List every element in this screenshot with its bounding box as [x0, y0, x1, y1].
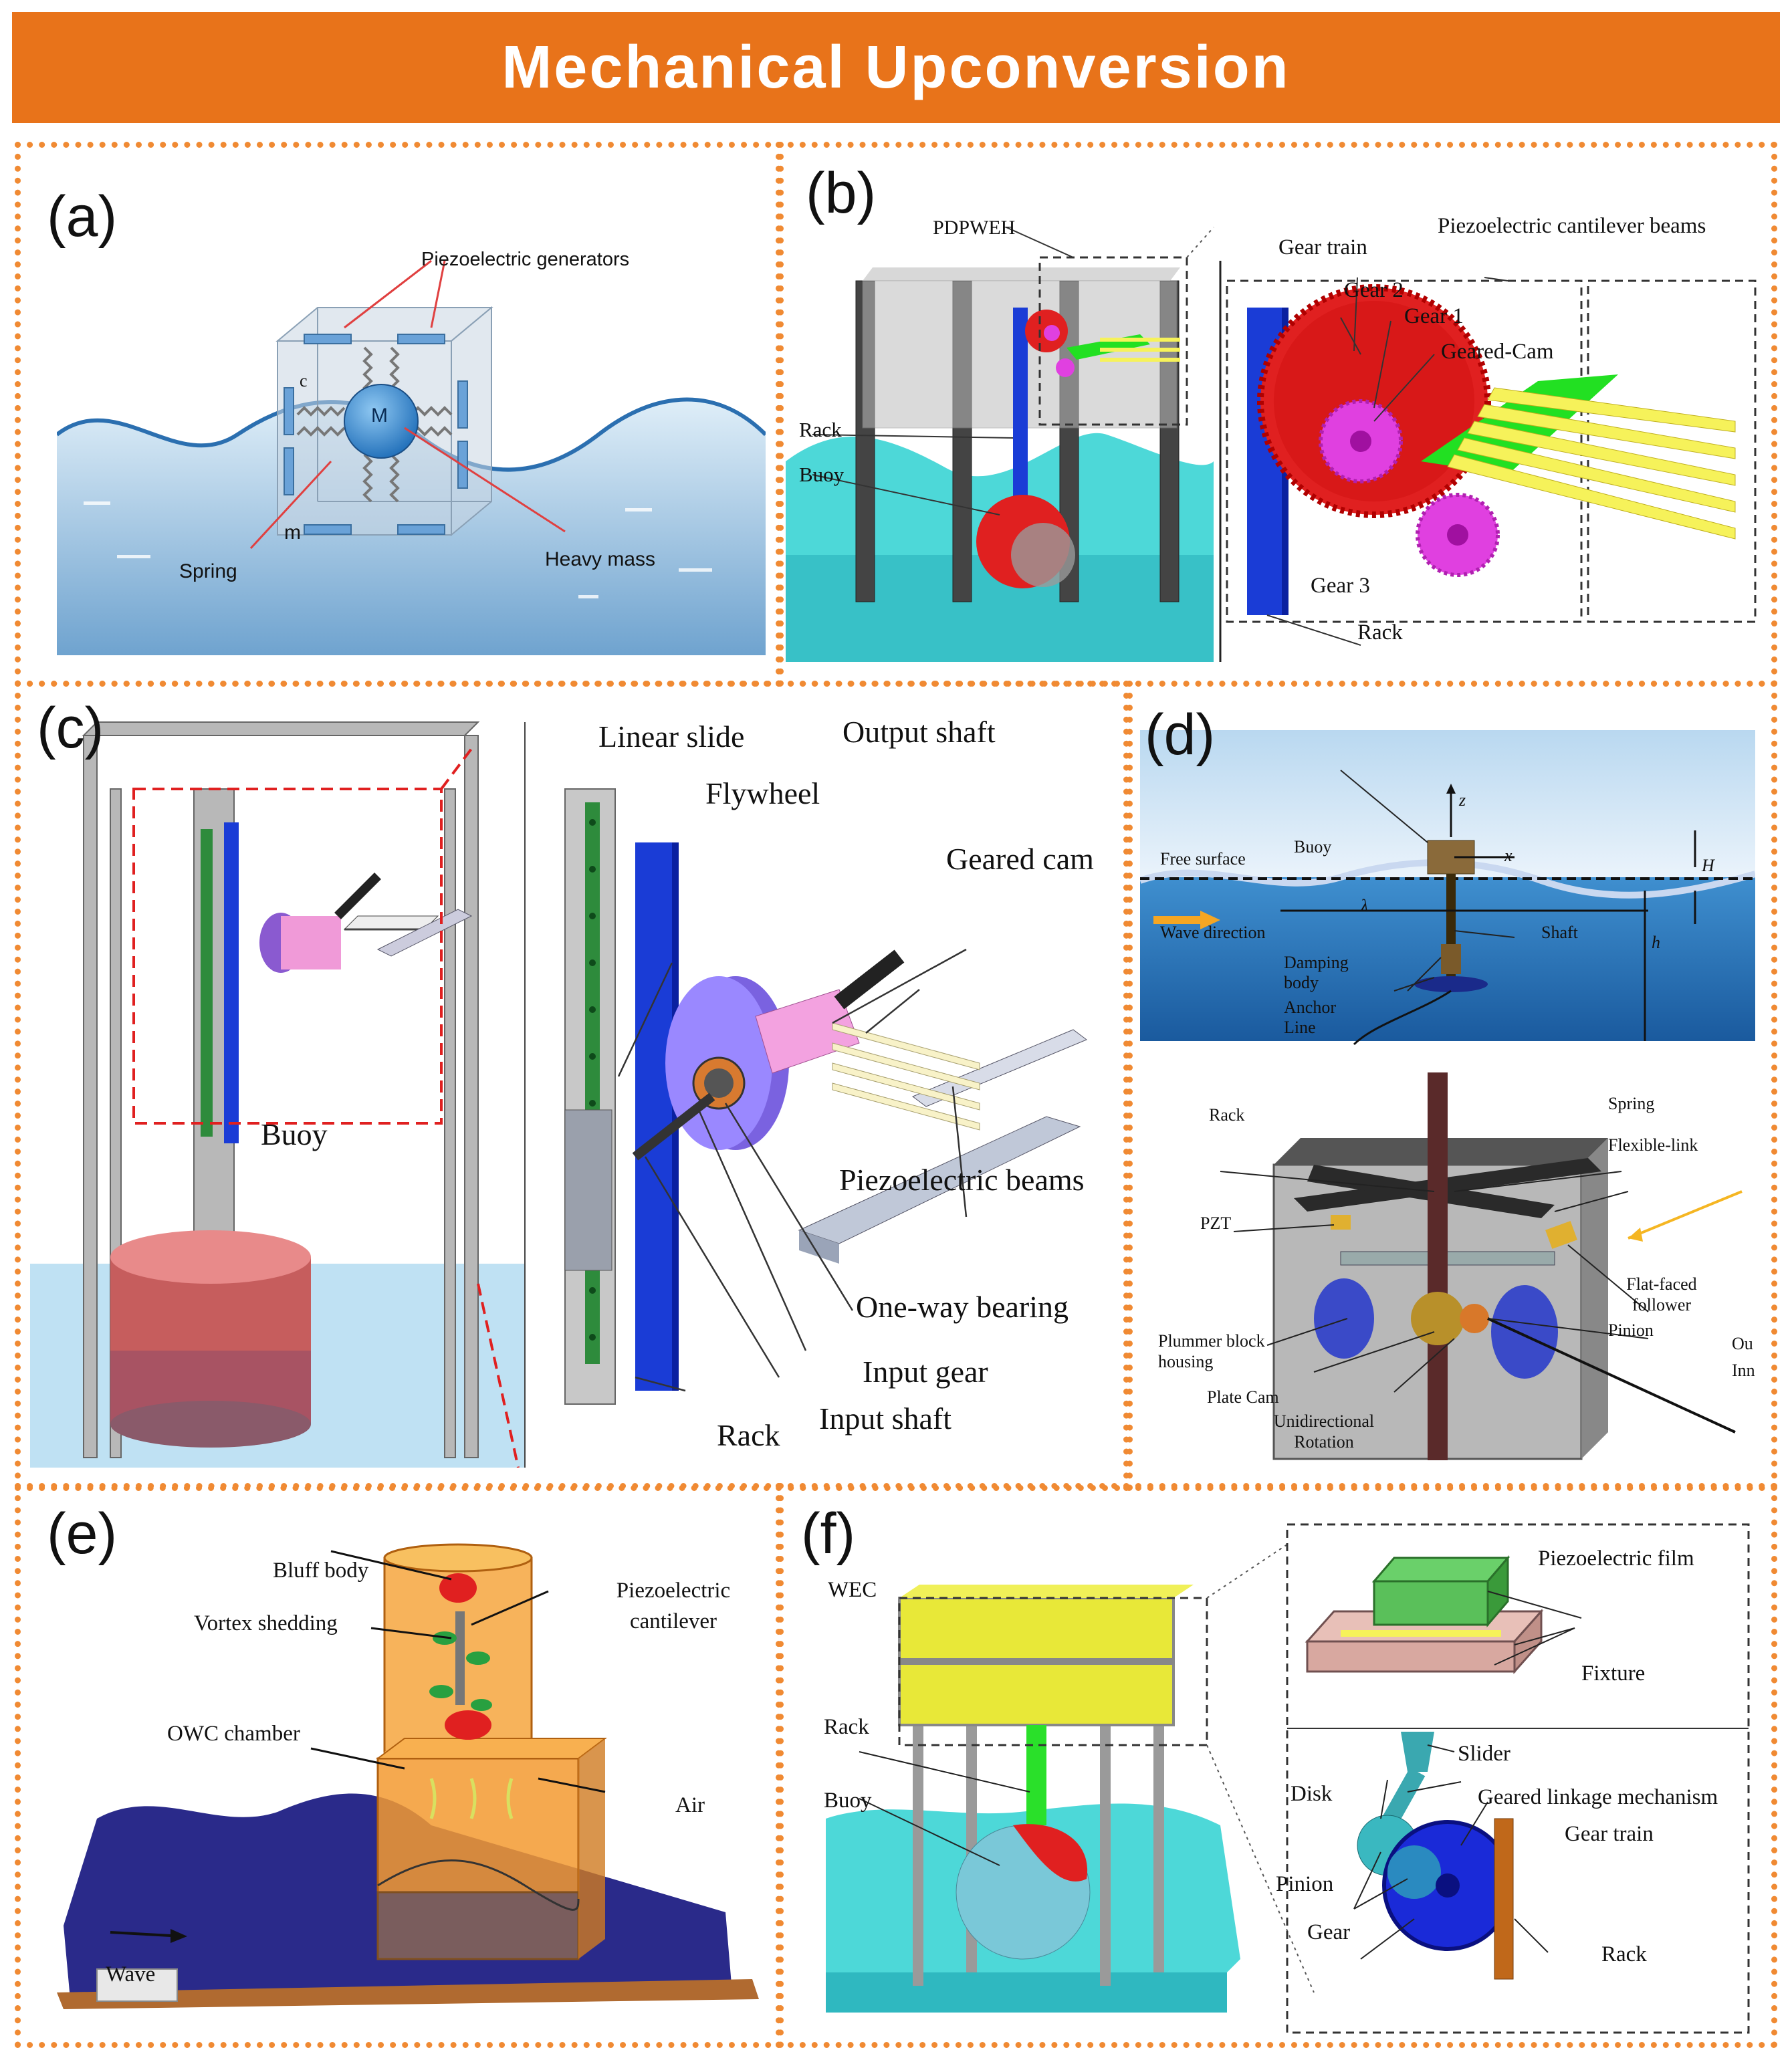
- label-gear-train: Gear train: [1278, 235, 1367, 259]
- label-piezo-film: Piezoelectric film: [1538, 1547, 1694, 1571]
- label-c-geared-cam: Geared cam: [946, 842, 1094, 876]
- label-input-shaft: Input shaft: [819, 1401, 952, 1436]
- label-wave-direction: Wave direction: [1160, 923, 1266, 942]
- label-d-buoy: Buoy: [1294, 837, 1332, 856]
- label-c-buoy: Buoy: [261, 1117, 328, 1151]
- label-anchor-line: Anchor Line: [1284, 998, 1336, 1037]
- label-d-pinion: Pinion: [1608, 1321, 1654, 1340]
- panel-c-illustration: [30, 709, 1087, 1468]
- label-piezo-beams: Piezoelectric beams: [839, 1163, 1085, 1197]
- label-air: Air: [675, 1793, 705, 1817]
- panel-d-label: (d): [1145, 703, 1216, 767]
- label-plummer-block: Plummer block housing: [1158, 1331, 1265, 1371]
- label-geared-cam-b: Geared-Cam: [1441, 340, 1554, 364]
- panel-f-frame: [776, 1483, 1777, 2048]
- label-slider: Slider: [1458, 1742, 1510, 1766]
- label-d-spring: Spring: [1608, 1094, 1655, 1113]
- label-flat-faced-follower: Flat-faced follower: [1626, 1274, 1697, 1314]
- panel-e-illustration: [57, 1543, 759, 2009]
- label-pzt: PZT: [1200, 1214, 1232, 1233]
- label-f-rack-detail: Rack: [1601, 1942, 1647, 1966]
- label-piezoelectric-generators: Piezoelectric generators: [421, 249, 630, 270]
- label-damping-body: Damping body: [1284, 953, 1349, 992]
- label-mass-M: M: [371, 405, 388, 427]
- label-piezo-cantilever-beams: Piezoelectric cantilever beams: [1438, 214, 1706, 238]
- label-gear-2: Gear 2: [1344, 278, 1404, 302]
- label-b-rack-detail: Rack: [1357, 620, 1403, 645]
- label-x-axis: x: [1504, 846, 1513, 865]
- label-flywheel: Flywheel: [705, 776, 820, 810]
- label-ou: Ou: [1732, 1334, 1753, 1353]
- label-gear-1: Gear 1: [1404, 304, 1464, 328]
- panel-f-illustration: [826, 1523, 1750, 2034]
- label-disk: Disk: [1291, 1782, 1333, 1806]
- label-geared-linkage: Geared linkage mechanism: [1478, 1785, 1718, 1809]
- label-f-gear-train: Gear train: [1565, 1822, 1654, 1846]
- label-shaft: Shaft: [1541, 923, 1578, 942]
- label-heavy-mass: Heavy mass: [545, 548, 656, 570]
- label-d-rack: Rack: [1209, 1105, 1245, 1125]
- label-pdpweh: PDPWEH: [933, 217, 1016, 239]
- label-f-rack: Rack: [824, 1715, 869, 1739]
- label-c: c: [300, 371, 308, 390]
- label-fixture: Fixture: [1581, 1662, 1646, 1686]
- label-bluff-body: Bluff body: [273, 1559, 369, 1583]
- label-z-axis: z: [1459, 790, 1466, 810]
- label-wec: WEC: [828, 1578, 877, 1602]
- label-b-buoy: Buoy: [799, 463, 845, 486]
- label-owc-chamber: OWC chamber: [167, 1722, 300, 1746]
- label-inn: Inn: [1732, 1361, 1755, 1380]
- panel-b-illustration: [786, 227, 1757, 662]
- panel-a-illustration: [57, 221, 766, 655]
- label-gear-3: Gear 3: [1311, 574, 1370, 598]
- label-f-gear: Gear: [1307, 1920, 1351, 1944]
- panel-b-label: (b): [806, 161, 877, 225]
- figure-title: Mechanical Upconversion: [501, 33, 1291, 101]
- label-vortex-shedding: Vortex shedding: [194, 1611, 338, 1635]
- label-input-gear: Input gear: [863, 1355, 988, 1389]
- label-f-pinion: Pinion: [1276, 1872, 1334, 1896]
- label-piezo-cantilever: Piezoelectric cantilever: [616, 1579, 731, 1633]
- label-lambda: λ: [1361, 896, 1369, 915]
- panel-e-label: (e): [47, 1502, 118, 1566]
- label-spring: Spring: [179, 560, 237, 582]
- label-unidirectional-rotation: Unidirectional Rotation: [1273, 1411, 1375, 1452]
- label-wave: Wave: [106, 1962, 156, 1986]
- label-h: h: [1652, 933, 1660, 952]
- panel-f-label: (f): [801, 1502, 856, 1566]
- label-linear-slide: Linear slide: [598, 719, 745, 754]
- label-output-shaft: Output shaft: [843, 715, 996, 749]
- panel-d-illustration: [1140, 730, 1755, 1460]
- label-flexible-link: Flexible-link: [1608, 1135, 1698, 1155]
- panel-a-label: (a): [47, 185, 118, 249]
- label-free-surface: Free surface: [1160, 849, 1246, 869]
- label-one-way-bearing: One-way bearing: [856, 1290, 1069, 1324]
- label-b-rack: Rack: [799, 418, 842, 441]
- label-f-buoy: Buoy: [824, 1789, 872, 1813]
- label-c-rack: Rack: [717, 1418, 780, 1452]
- title-banner: Mechanical Upconversion: [12, 12, 1780, 123]
- label-mass-m: m: [284, 522, 301, 544]
- panel-c-label: (c): [37, 696, 104, 760]
- label-H: H: [1702, 856, 1714, 875]
- label-plate-cam: Plate Cam: [1207, 1387, 1279, 1407]
